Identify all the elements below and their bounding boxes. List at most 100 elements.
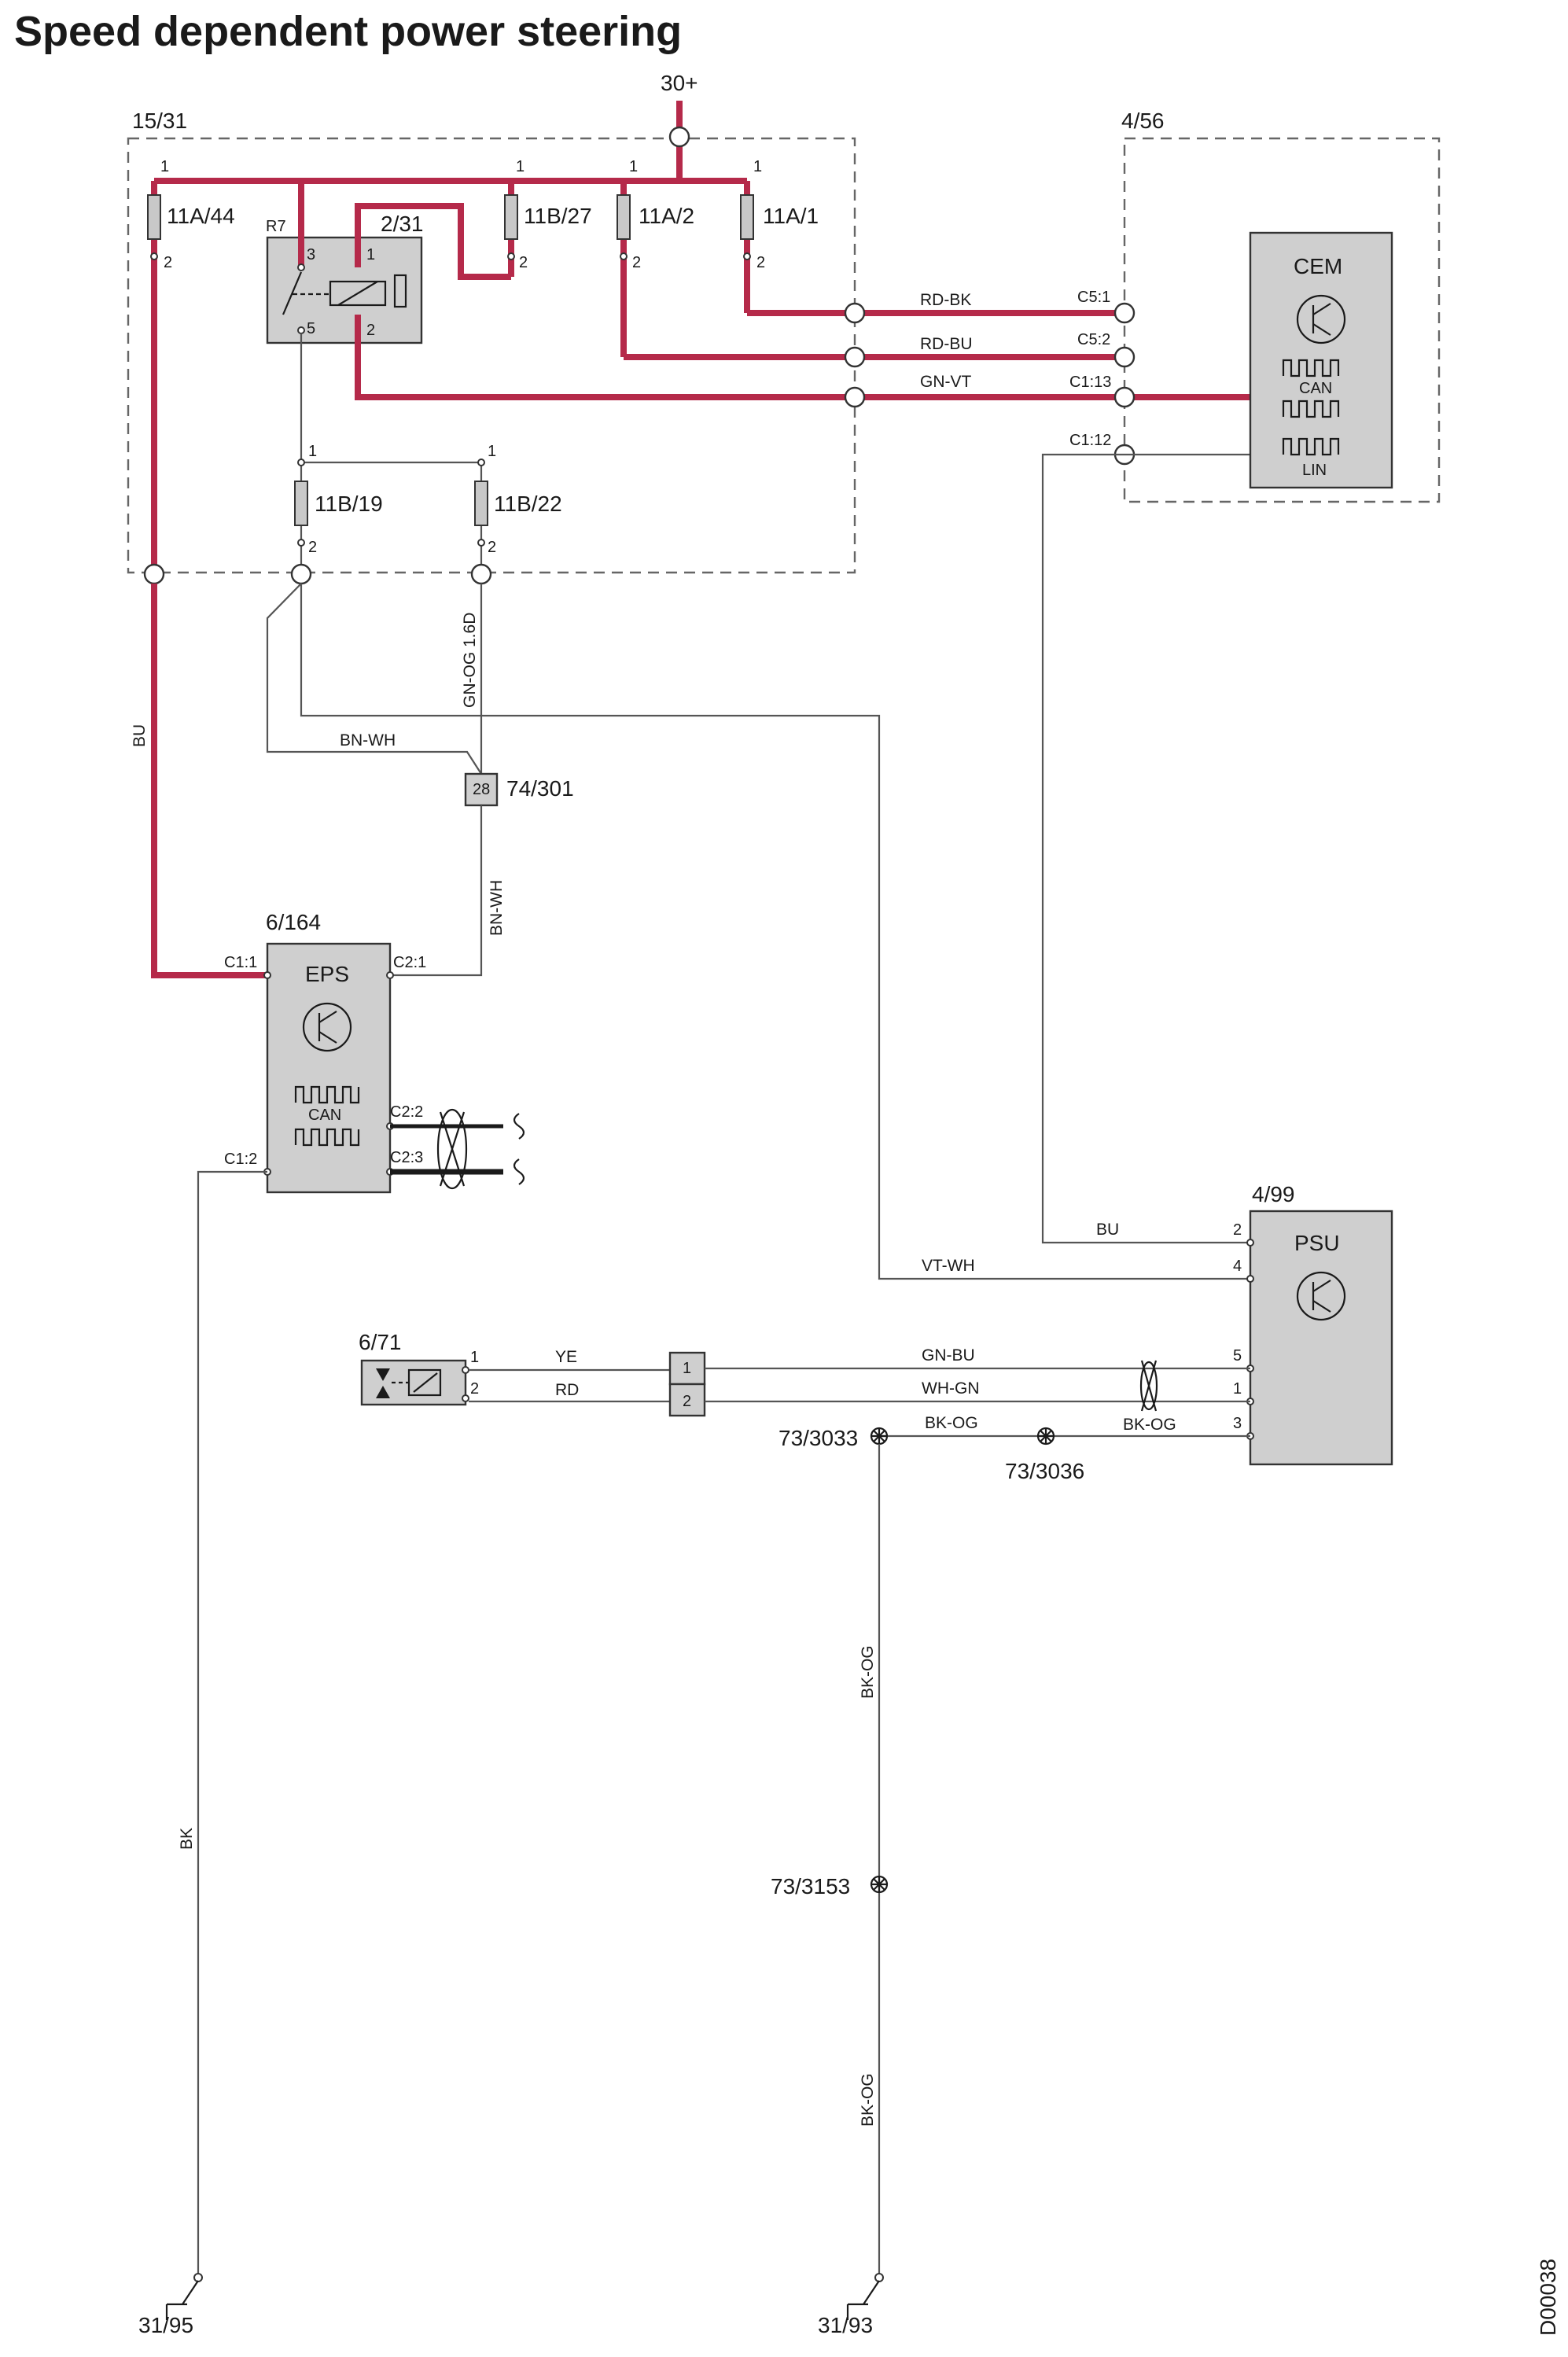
wire-bn-wh-2	[390, 805, 483, 977]
cem-pin-c112: C1:12	[1069, 432, 1111, 449]
pin-label: 2	[519, 254, 528, 271]
cem-pin-c51: C5:1	[1077, 289, 1110, 306]
wire-label-vt-wh: VT-WH	[922, 1257, 975, 1275]
connector-ring	[844, 302, 866, 324]
wire-bk	[197, 1170, 267, 2278]
pin-label: 1	[488, 443, 496, 460]
psu-pin-5: 5	[1233, 1347, 1242, 1364]
wire-label-wh-gn: WH-GN	[922, 1379, 979, 1398]
wire-label-rd: RD	[555, 1381, 579, 1399]
splice-3033-icon	[870, 1427, 889, 1446]
splice-73-3033: 73/3033	[778, 1426, 858, 1450]
can-waveform-icon	[1282, 359, 1340, 377]
twist-loop-icon	[1139, 1361, 1158, 1411]
fuse-11a44	[147, 194, 161, 240]
pin-label: 2	[366, 322, 375, 339]
cem-enclosure-label: 4/56	[1121, 109, 1165, 133]
cem-lin-label: LIN	[1302, 462, 1327, 479]
sensor-coil	[407, 1368, 442, 1397]
transistor-icon	[1296, 294, 1346, 344]
pin-dot	[874, 2273, 884, 2282]
pin-label: 2	[632, 254, 641, 271]
can-waveform-icon	[1282, 400, 1340, 418]
pin-label: 2	[488, 539, 496, 556]
connector-74-label: 74/301	[506, 776, 574, 801]
cem-pin-c52: C5:2	[1077, 331, 1110, 348]
fuse-11a1-label: 11A/1	[763, 204, 819, 228]
fuse-11b22-label: 11B/22	[494, 492, 562, 516]
wire-label-gn-bu: GN-BU	[922, 1346, 975, 1364]
wire-bu-eps	[151, 584, 267, 978]
pin-label: 5	[307, 320, 315, 337]
sensor-ref-label: 6/71	[359, 1330, 402, 1354]
document-id: D00038	[1536, 2259, 1560, 2336]
wire-bu-lin	[1041, 453, 1250, 1244]
pin-dot	[477, 539, 485, 547]
connector-74-pin: 28	[473, 781, 490, 798]
wire-label-rd-bk: RD-BK	[920, 291, 971, 309]
psu-pin-2: 2	[1233, 1221, 1242, 1239]
pin-dot	[297, 459, 305, 466]
wire-vt-wh	[300, 584, 1250, 1280]
eps-pin-c21: C2:1	[393, 954, 426, 971]
pin-label: 1	[366, 246, 375, 263]
wire-label-bn-wh-1: BN-WH	[340, 731, 396, 749]
connector-ring	[844, 346, 866, 368]
eps-ref-label: 6/164	[266, 910, 321, 934]
eps-name: EPS	[305, 962, 349, 986]
pin-dot	[297, 326, 305, 334]
wire-label-bu-psu: BU	[1096, 1221, 1119, 1239]
pin-dot	[620, 252, 628, 260]
wire-label-bk-og-v1: BK-OG	[859, 1645, 877, 1699]
connector-74-301	[464, 772, 499, 807]
twist-icon	[439, 1111, 466, 1187]
sensor-coil-slash	[413, 1372, 438, 1393]
pin-dot	[462, 1394, 469, 1402]
wire-label-bk-og-v2: BK-OG	[859, 2073, 877, 2127]
lin-waveform-icon	[1282, 437, 1340, 456]
pin-dot	[477, 459, 485, 466]
connector-ring	[844, 386, 866, 408]
cem-enclosure	[1123, 137, 1441, 503]
wire-label-bn-wh-2: BN-WH	[488, 880, 506, 936]
continuation-icon	[513, 1158, 525, 1185]
relay-label: R7	[266, 218, 286, 235]
splice-3036-icon	[1036, 1427, 1055, 1446]
relay-contact	[282, 271, 303, 315]
eps-pin-c23: C2:3	[390, 1149, 423, 1166]
psu-ref-label: 4/99	[1252, 1182, 1295, 1206]
pin-label: 1	[308, 443, 317, 460]
fuse-11b27	[504, 194, 518, 240]
pin-label: 2	[756, 254, 765, 271]
psu-pin-3: 3	[1233, 1415, 1242, 1432]
splice-73-3036: 73/3036	[1005, 1459, 1084, 1483]
relay-coil	[329, 280, 387, 307]
fuse-box-label: 15/31	[132, 109, 187, 133]
eps-pin-c11: C1:1	[224, 954, 257, 971]
eps-pin-c12: C1:2	[224, 1151, 257, 1168]
eps-module	[266, 942, 392, 1194]
ground-31-93: 31/93	[818, 2313, 873, 2337]
supply-connector	[668, 126, 690, 148]
pin-label: 1	[160, 158, 169, 175]
eps-pin-c22: C2:2	[390, 1103, 423, 1121]
pin-dot	[297, 263, 305, 271]
connector-ring	[470, 563, 492, 585]
coil-feed	[355, 203, 511, 280]
fuse-11a2-label: 11A/2	[639, 204, 694, 228]
sensor-pin-2: 2	[470, 1380, 479, 1398]
conn-pin-1: 1	[683, 1360, 691, 1377]
fuse-11b19	[294, 481, 308, 526]
pin-dot	[150, 252, 158, 260]
ground-symbol-icon	[165, 2280, 199, 2320]
psu-module	[1249, 1210, 1393, 1466]
cem-pin-c113: C1:13	[1069, 374, 1111, 391]
pin-dot	[1246, 1275, 1254, 1283]
fuse-11b27-label: 11B/27	[524, 204, 592, 228]
wire-label-bk-og-1: BK-OG	[925, 1414, 978, 1432]
relay-box-label: 2/31	[381, 212, 424, 236]
conn-pin-2: 2	[683, 1393, 691, 1410]
transistor-icon	[302, 1002, 352, 1052]
wire-label-ye: YE	[555, 1348, 577, 1366]
coil-output	[355, 315, 853, 400]
